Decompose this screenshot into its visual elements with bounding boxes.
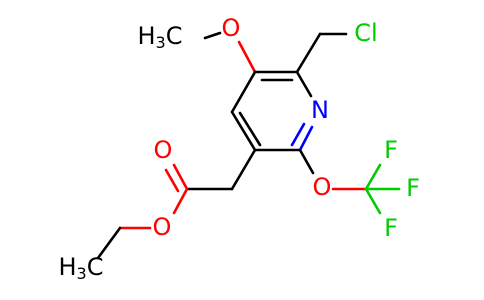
bond-ethyl — [96, 226, 122, 260]
chlorine-atom: Cl — [354, 19, 377, 47]
methoxy-c: C — [166, 22, 183, 50]
bond-c6-o-trifluoro — [298, 148, 315, 175]
bond-ch3-o-methoxy — [203, 31, 222, 40]
methoxy-subscript: 3 — [156, 33, 166, 52]
bond-ring-left-lower — [230, 110, 257, 152]
carbonyl-oxygen: O — [154, 136, 173, 164]
bond-ring-left-upper — [230, 70, 257, 114]
ethyl-ch3-label: H3C — [59, 253, 104, 283]
bond-ring-right-lower — [298, 125, 314, 152]
bond-ring-right-lower-inner — [290, 122, 306, 147]
fluorine-top: F — [384, 136, 398, 164]
bonds — [96, 31, 401, 260]
fluorine-bottom: F — [384, 214, 398, 242]
bond-carbonyl-ester-o — [172, 187, 189, 215]
bond-c4-ch2 — [230, 148, 257, 191]
bond-c2-ch2 — [295, 32, 322, 74]
ethyl-h: H — [59, 253, 77, 281]
trifluoromethoxy-oxygen: O — [313, 173, 332, 201]
ester-oxygen: O — [153, 213, 172, 241]
methoxy-ch3-label: H3C — [138, 22, 183, 52]
ethyl-subscript: 3 — [77, 264, 87, 283]
bond-cf3-f-bottom — [364, 187, 382, 215]
bond-ring-left-lower-inner — [238, 111, 262, 147]
bond-o-methoxy-c5 — [237, 40, 257, 74]
ethyl-c: C — [87, 253, 104, 281]
methoxy-oxygen: O — [222, 14, 241, 42]
methoxy-h: H — [138, 22, 156, 50]
bond-cf3-f-top — [364, 163, 382, 191]
bond-carbonyl-double-b — [164, 168, 180, 193]
atom-labels: H3C O Cl N O O H3C O F F F — [59, 14, 420, 283]
bond-ring-right-upper — [295, 70, 313, 98]
bond-carbonyl-double-a — [172, 163, 189, 191]
ring-nitrogen: N — [311, 96, 329, 124]
fluorine-right: F — [406, 174, 420, 202]
